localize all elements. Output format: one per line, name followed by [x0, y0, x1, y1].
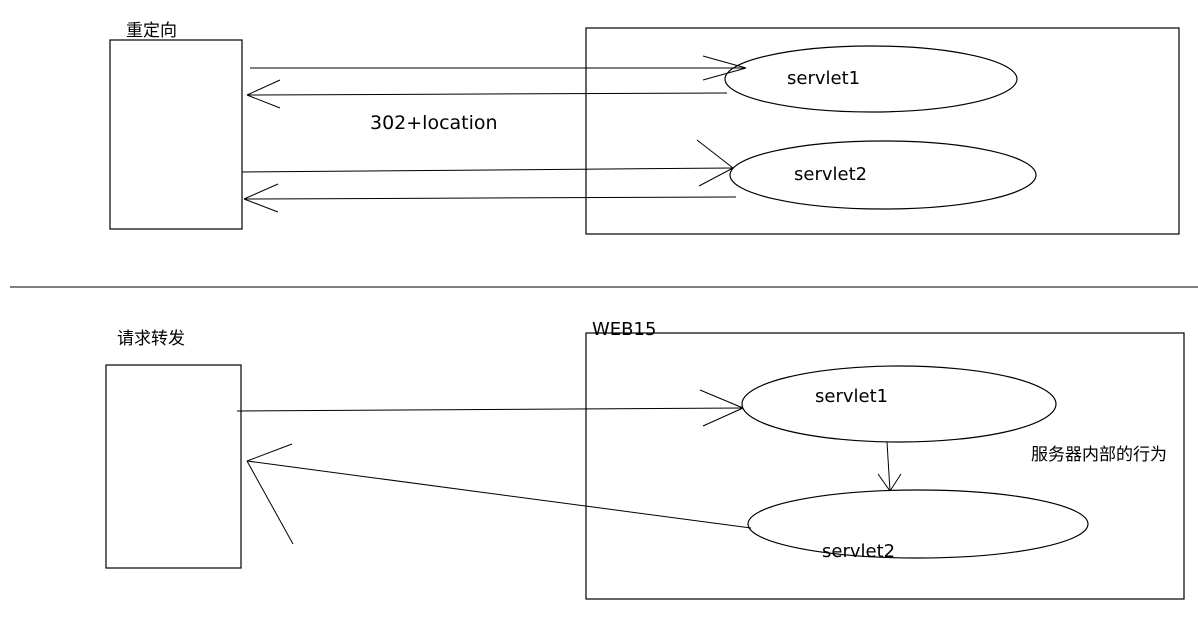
server-internal-note: 服务器内部的行为 [1031, 445, 1167, 465]
redirect-title: 重定向 [126, 21, 177, 41]
redirect-servlet1-label: servlet1 [787, 68, 860, 89]
forward-section: 请求转发 WEB15 servlet1 servlet2 服务器内部的行为 [105, 319, 1185, 600]
redirect-servlet2-label: servlet2 [794, 164, 867, 185]
redirect-request2-arrow [241, 139, 734, 187]
forward-servlet2-node [747, 489, 1089, 559]
forward-response-arrow [246, 443, 752, 545]
forward-server-box [585, 332, 1185, 600]
redirect-response-arrow [246, 79, 728, 109]
redirect-request1-arrow [250, 55, 747, 81]
redirect-servlet1-node [724, 45, 1018, 113]
redirect-response2-arrow [243, 183, 737, 213]
forward-servlet1-label: servlet1 [815, 386, 888, 407]
redirect-section: 重定向 servlet1 servlet2 302+location [109, 21, 1180, 235]
redirect-302-location-label: 302+location [370, 112, 498, 134]
forward-request-arrow [236, 389, 744, 427]
redirect-server-box [585, 27, 1180, 235]
redirect-client-box [109, 39, 243, 230]
forward-servlet1-node [741, 365, 1057, 443]
web15-label: WEB15 [592, 319, 656, 340]
forward-client-box [105, 364, 242, 569]
redirect-servlet2-node [729, 140, 1037, 210]
forward-internal-arrow [877, 441, 902, 492]
forward-servlet2-label: servlet2 [822, 541, 895, 562]
forward-title: 请求转发 [117, 329, 185, 349]
